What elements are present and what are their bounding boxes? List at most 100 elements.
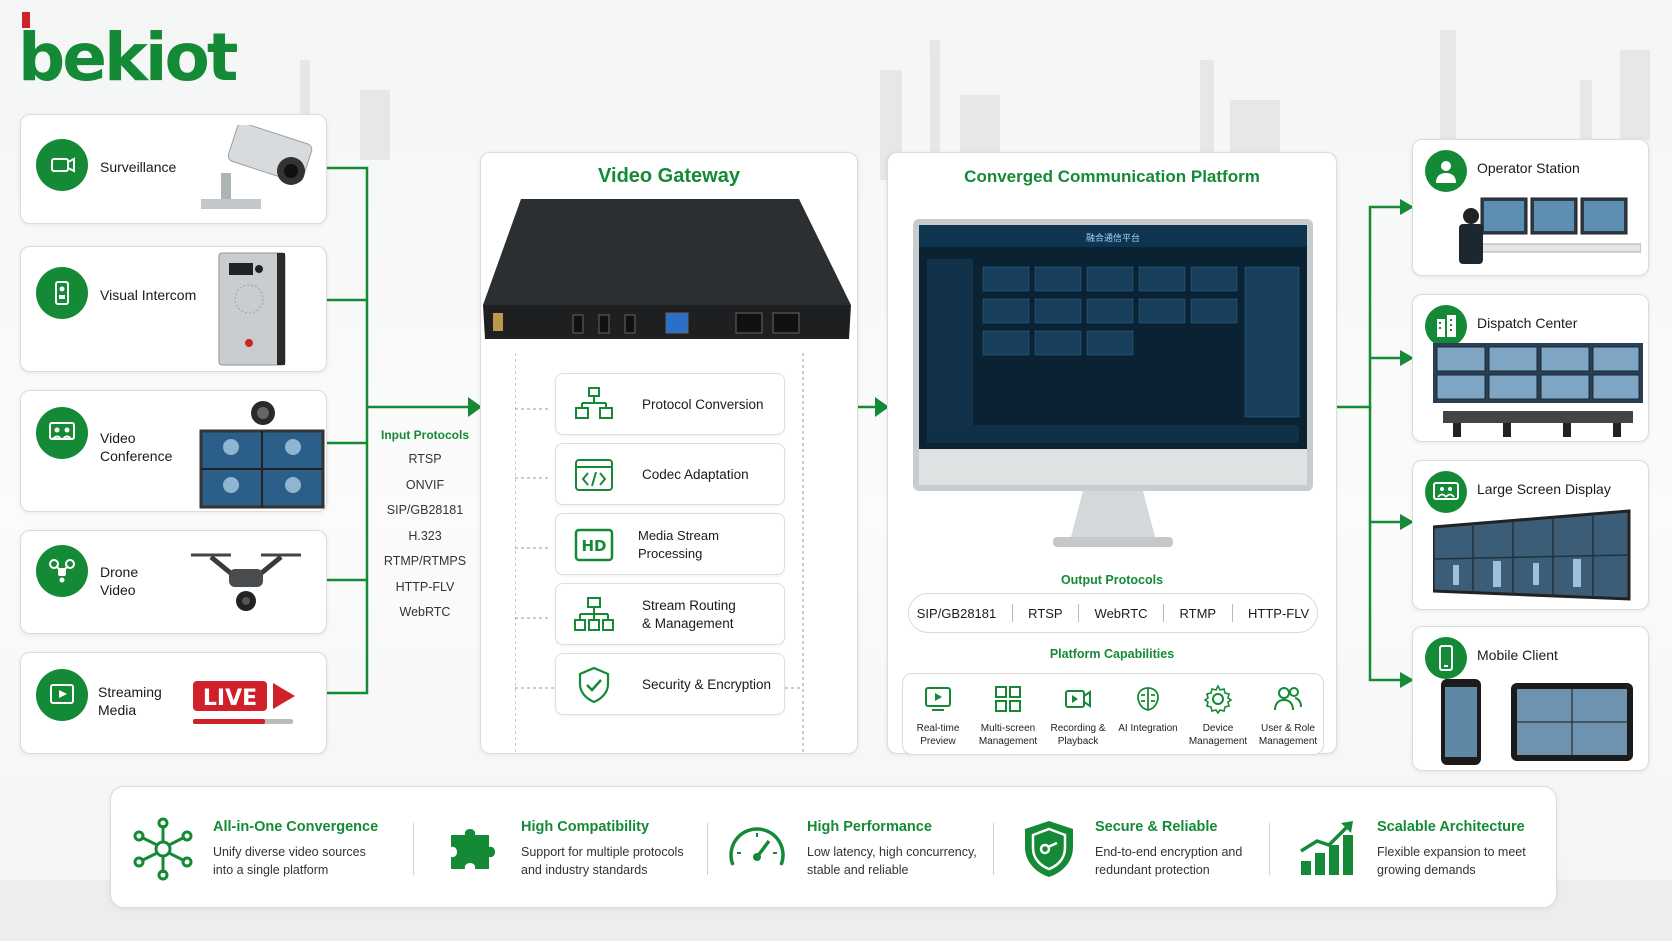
benefit-title: Secure & Reliable	[1095, 819, 1218, 835]
operator-station-image	[1459, 197, 1641, 264]
growth-chart-icon	[1300, 821, 1353, 875]
capability-line1: Real-time	[916, 723, 960, 734]
benefit-line1: End-to-end encryption and	[1095, 845, 1243, 859]
capability-line2: Management	[1258, 736, 1318, 747]
live-text: LIVE	[203, 686, 257, 711]
shield-icon	[1025, 821, 1073, 877]
puzzle-icon	[451, 829, 495, 869]
network-icon	[575, 387, 613, 419]
building-icon	[1425, 305, 1467, 347]
source-label: Drone Video	[100, 564, 139, 598]
preview-icon	[925, 687, 951, 711]
benefits-bar: All-in-One Convergence Unify diverse vid…	[110, 786, 1557, 908]
capability-device: Device Management	[1185, 684, 1251, 754]
benefit-line2: stable and reliable	[807, 863, 909, 877]
capability-line1: AI Integration	[1118, 723, 1178, 734]
capability-multiscreen: Multi-screen Management	[975, 684, 1041, 754]
benefit-line2: growing demands	[1377, 863, 1476, 877]
capability-ai: AI Integration	[1115, 684, 1181, 754]
destination-label: Large Screen Display	[1477, 481, 1611, 497]
benefit-scalable: Scalable Architecture Flexible expansion…	[1295, 787, 1545, 909]
brand-logo: bekiot	[10, 8, 260, 96]
gateway-function-label: Security & Encryption	[642, 677, 772, 692]
destination-card-large-screen: Large Screen Display	[1412, 460, 1649, 610]
gateway-function-stream-routing: Stream Routing & Management	[555, 583, 785, 645]
destination-label: Operator Station	[1477, 160, 1580, 176]
capabilities-box: Real-time Preview Multi-screen Managemen…	[902, 673, 1324, 755]
gateway-function-media-stream: HD Media Stream Processing	[555, 513, 785, 575]
source-card-drone: Drone Video	[20, 530, 327, 634]
gateway-function-security: Security & Encryption	[555, 653, 785, 715]
gauge-icon	[729, 827, 785, 866]
benefit-line2: redundant protection	[1095, 863, 1210, 877]
video-gateway-title: Video Gateway	[598, 165, 740, 187]
gateway-function-line1: Stream Routing	[642, 598, 736, 613]
destination-card-mobile: Mobile Client	[1412, 626, 1649, 771]
code-icon	[575, 459, 613, 491]
input-protocol-item: RTMP/RTMPS	[383, 554, 467, 568]
source-card-conference: Video Conference	[20, 390, 327, 512]
capability-line2: Preview	[920, 736, 956, 747]
input-protocol-item: HTTP-FLV	[395, 579, 455, 594]
destination-card-operator: Operator Station	[1412, 139, 1649, 276]
brain-icon	[1137, 687, 1159, 711]
gateway-function-line2: & Management	[642, 616, 734, 631]
benefit-line1: Flexible expansion to meet	[1377, 845, 1526, 859]
conference-icon	[36, 407, 88, 459]
benefit-line1: Support for multiple protocols	[521, 845, 684, 859]
benefit-line2: into a single platform	[213, 863, 329, 877]
grid-icon	[995, 686, 1021, 712]
output-protocol-item: RTSP	[1028, 605, 1063, 621]
hd-icon: HD	[574, 528, 614, 562]
capability-line2: Management	[1188, 736, 1248, 747]
divider	[1078, 604, 1080, 622]
destination-card-dispatch: Dispatch Center	[1412, 294, 1649, 442]
shield-check-icon	[578, 666, 610, 704]
platform-title: Converged Communication Platform	[964, 167, 1260, 186]
benefit-all-in-one: All-in-One Convergence Unify diverse vid…	[131, 787, 401, 909]
platform-panel: Converged Communication Platform 融合通信平台 …	[887, 152, 1337, 755]
benefit-compatibility: High Compatibility Support for multiple …	[441, 787, 711, 909]
operator-icon	[1425, 150, 1467, 192]
divider	[993, 823, 994, 875]
intercom-icon	[36, 267, 88, 319]
benefit-line1: Low latency, high concurrency,	[807, 845, 977, 859]
input-protocols-title: Input Protocols	[381, 428, 469, 442]
benefit-description: Unify diverse video sources into a singl…	[213, 843, 366, 879]
mobile-devices-image	[1441, 679, 1633, 765]
source-label-text: Video Conference	[100, 430, 173, 464]
hub-icon	[133, 817, 193, 881]
divider	[1269, 823, 1270, 875]
capability-line2: Management	[978, 736, 1038, 747]
divider	[1011, 604, 1013, 622]
output-protocol-item: SIP/GB28181	[916, 605, 997, 621]
source-label: Surveillance	[100, 159, 177, 175]
intercom-panel-image	[218, 252, 286, 366]
hierarchy-icon	[574, 597, 614, 631]
capability-line1: Multi-screen	[980, 723, 1036, 734]
hd-badge-text: HD	[581, 537, 606, 555]
destination-label: Dispatch Center	[1477, 315, 1578, 331]
source-card-streaming: Streaming Media LIVE	[20, 652, 327, 754]
source-card-intercom: Visual Intercom	[20, 246, 327, 372]
input-protocols: Input Protocols RTSP ONVIF SIP/GB28181 H…	[365, 428, 485, 631]
drone-image	[191, 553, 301, 611]
output-protocol-item: RTMP	[1179, 605, 1217, 621]
record-icon	[1065, 690, 1091, 708]
camera-icon	[36, 139, 88, 191]
benefit-description: Low latency, high concurrency, stable an…	[807, 843, 977, 879]
benefit-title: All-in-One Convergence	[213, 819, 379, 835]
video-wall-image	[199, 401, 325, 509]
output-protocol-item: HTTP-FLV	[1248, 605, 1310, 621]
mobile-icon	[1425, 637, 1467, 679]
logo-text: bekiot	[18, 19, 238, 88]
display-icon	[1425, 471, 1467, 513]
drone-icon	[36, 545, 88, 597]
gateway-device-image	[483, 199, 851, 339]
screen-title: 融合通信平台	[1086, 232, 1140, 244]
capabilities-title: Platform Capabilities	[1049, 647, 1175, 661]
large-screen-image	[1433, 509, 1631, 601]
gateway-function-label: Stream Routing & Management	[642, 584, 736, 646]
source-card-surveillance: Surveillance	[20, 114, 327, 224]
